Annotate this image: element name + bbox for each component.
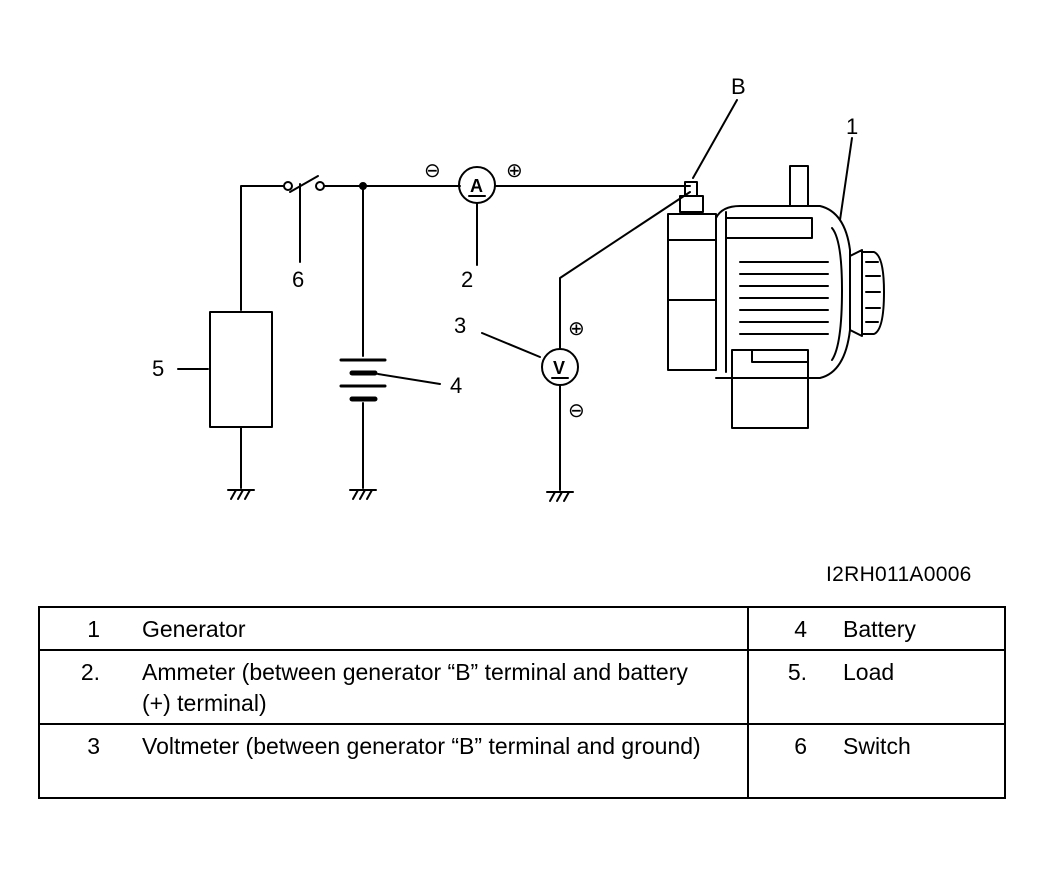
legend-description: Battery	[843, 616, 916, 642]
legend-description: Switch	[843, 733, 911, 759]
legend-row: 3 Voltmeter (between generator “B” termin…	[38, 723, 1006, 799]
legend-description: Generator	[142, 616, 246, 642]
generator-leader	[839, 137, 853, 221]
legend-cell-left: 3 Voltmeter (between generator “B” termin…	[38, 723, 749, 799]
ammeter-minus-sign: ⊖	[424, 160, 441, 182]
voltmeter-letter: V	[553, 358, 565, 378]
legend-table: 1 Generator 4 Battery 2. Ammeter (between g…	[38, 606, 1006, 799]
label-generator-num: 1	[846, 114, 858, 139]
ammeter-letter: A	[470, 176, 483, 196]
legend-number: 1	[87, 616, 100, 642]
voltmeter-leader	[481, 332, 541, 358]
generator-drawing	[667, 165, 885, 429]
voltmeter-plus-sign: ⊕	[568, 318, 585, 340]
voltmeter-symbol	[541, 348, 579, 491]
wire-voltmeter-b-terminal	[559, 191, 691, 349]
ground-load	[227, 489, 255, 500]
legend-description: Ammeter (between generator “B” terminal …	[142, 659, 688, 716]
legend-description: Load	[843, 659, 895, 685]
legend-number: 6	[794, 733, 807, 759]
wire-load-switch	[240, 185, 285, 311]
ground-battery	[349, 489, 377, 500]
legend-cell-left: 1 Generator	[38, 606, 749, 651]
legend-cell-right: 4 Battery	[747, 606, 1006, 651]
label-terminal-b: B	[731, 74, 746, 99]
voltmeter-minus-sign: ⊖	[568, 400, 585, 422]
figure-id: I2RH011A0006	[826, 563, 972, 586]
legend-row: 1 Generator 4 Battery	[38, 606, 1006, 651]
legend-number: 4	[794, 616, 807, 642]
label-switch-num: 6	[292, 267, 304, 292]
ground-voltmeter	[546, 491, 574, 502]
battery-symbol	[339, 358, 387, 402]
legend-number: 3	[87, 733, 100, 759]
switch-symbol	[283, 175, 325, 263]
legend-number: 5.	[787, 659, 807, 685]
label-ammeter-num: 2	[461, 267, 473, 292]
label-load-num: 5	[152, 356, 164, 381]
wiring-diagram: B 1 2 3 4 5 6 A V ⊖ ⊕ ⊕ ⊖	[152, 74, 885, 502]
load-box	[209, 311, 273, 428]
legend-cell-right: 6 Switch	[747, 723, 1006, 799]
legend-cell-left: 2. Ammeter (between generator “B” termina…	[38, 649, 749, 725]
legend-row: 2. Ammeter (between generator “B” termina…	[38, 649, 1006, 725]
legend-description: Voltmeter (between generator “B” termina…	[142, 733, 701, 759]
legend-number: 2.	[80, 659, 100, 685]
battery-leader	[377, 373, 441, 385]
label-voltmeter-num: 3	[454, 313, 466, 338]
ammeter-plus-sign: ⊕	[506, 160, 523, 182]
legend-cell-right: 5. Load	[747, 649, 1006, 725]
b-leader-line	[692, 99, 738, 179]
label-battery-num: 4	[450, 373, 462, 398]
